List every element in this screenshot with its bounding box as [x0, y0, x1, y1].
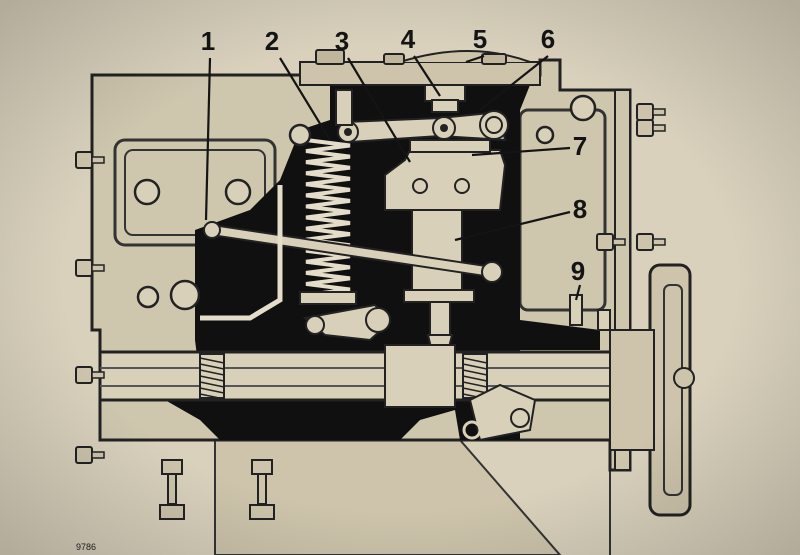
photo-vignette [0, 0, 800, 555]
pump-cutaway-drawing: 123456789 9786 [0, 0, 800, 555]
diagram-stage: 123456789 9786 [0, 0, 800, 555]
